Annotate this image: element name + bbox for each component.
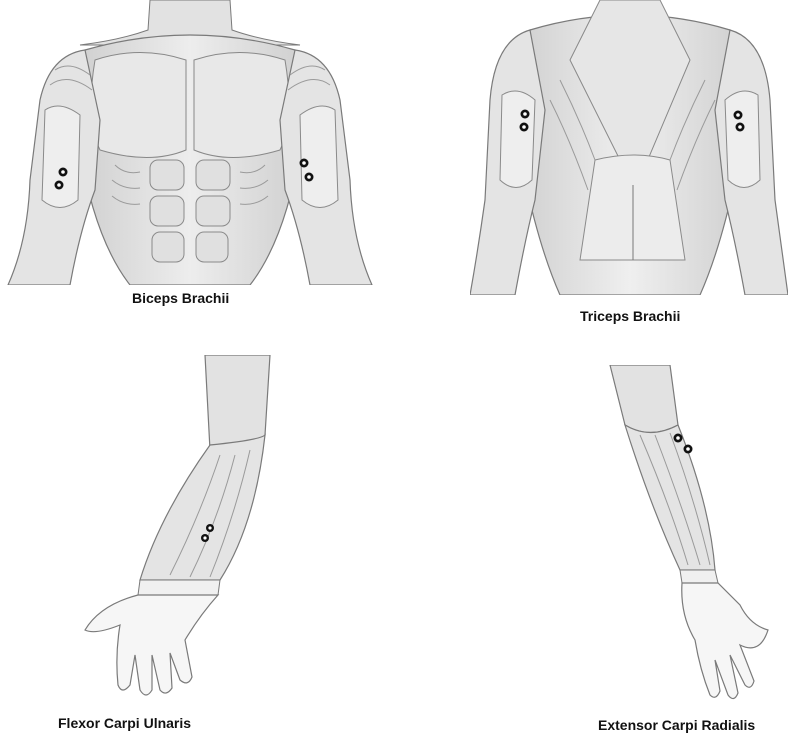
triceps-brachii-caption: Triceps Brachii [580,308,680,324]
extensor-carpi-radialis-caption: Extensor Carpi Radialis [598,717,755,733]
posterior-forearm-figure [600,365,780,710]
triceps-brachii-illustration [470,0,788,295]
biceps-brachii-caption: Biceps Brachii [132,290,229,306]
extensor-carpi-radialis-illustration [600,365,780,710]
anterior-torso-figure [0,0,380,285]
anterior-forearm-figure [60,355,290,705]
flexor-carpi-ulnaris-illustration [60,355,290,705]
biceps-brachii-illustration [0,0,380,285]
posterior-torso-figure [470,0,788,295]
flexor-carpi-ulnaris-caption: Flexor Carpi Ulnaris [58,715,191,731]
